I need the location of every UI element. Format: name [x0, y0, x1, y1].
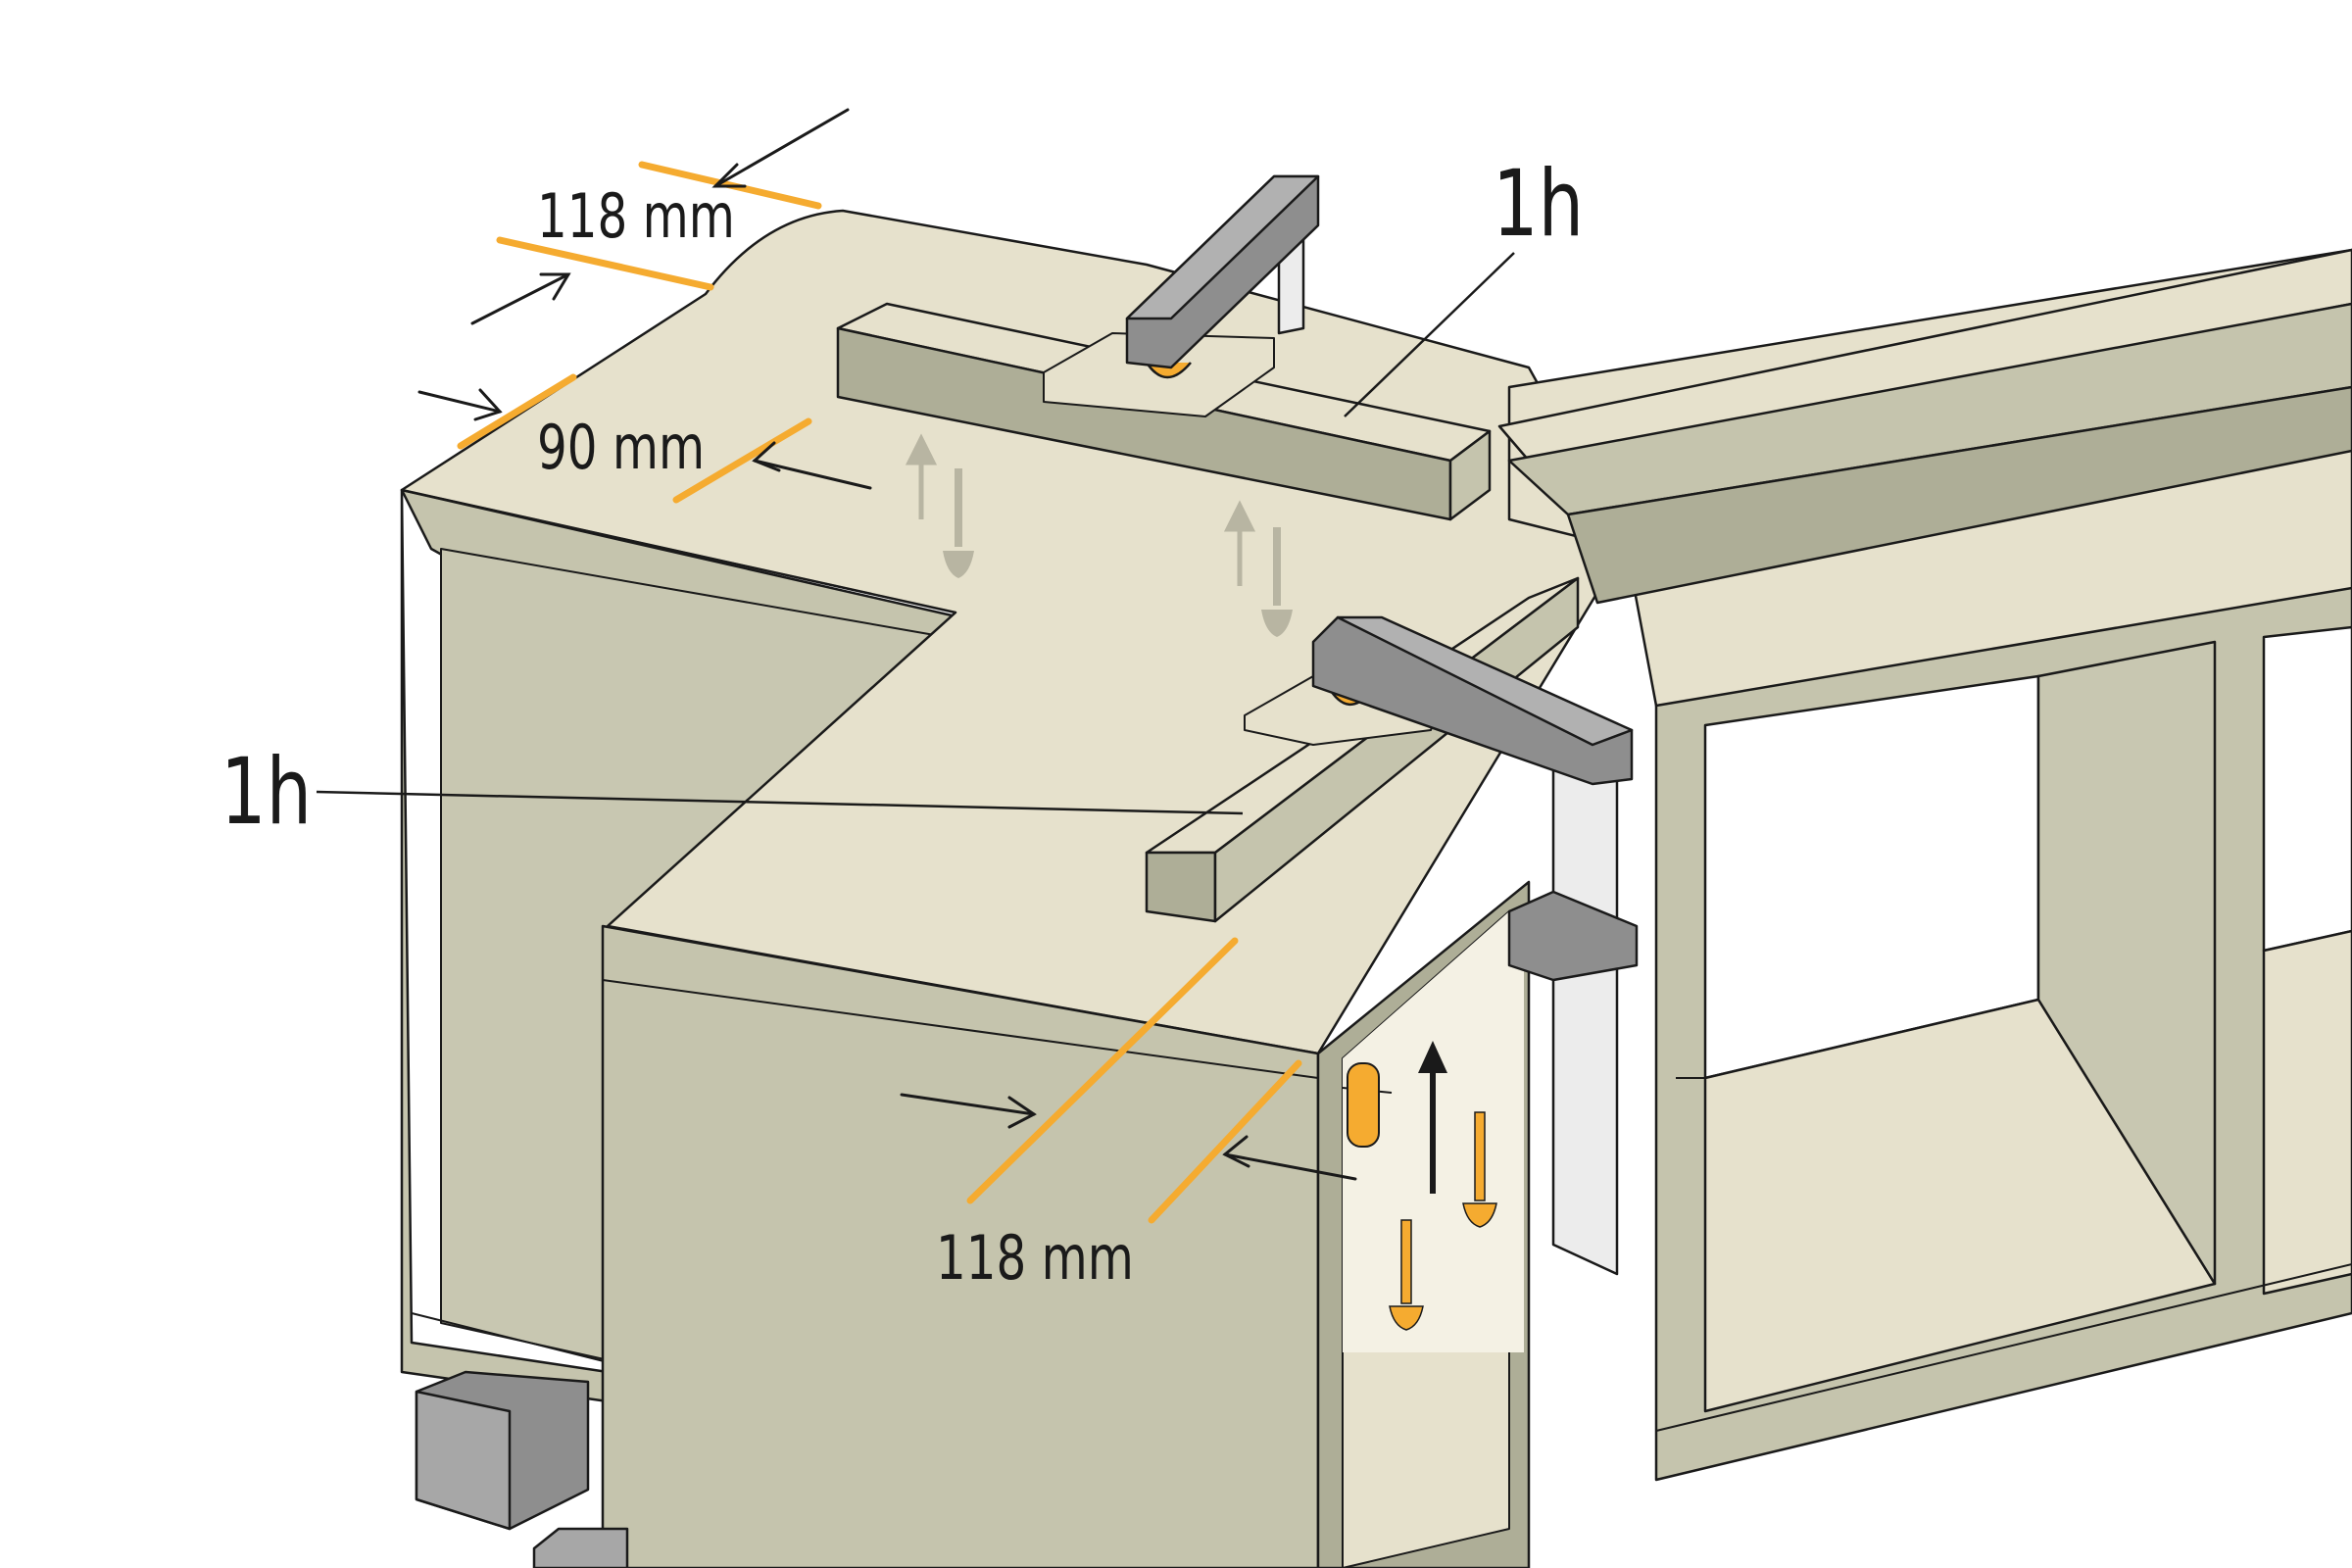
- clamp-front: [1311, 615, 1639, 1276]
- clamp-top: [1125, 174, 1320, 379]
- dimension-arrow-icon: [900, 1093, 1037, 1129]
- screw-icon: [1261, 527, 1293, 637]
- dimension-label-left: 90 mm: [537, 412, 706, 483]
- dimension-arrow-icon: [1222, 1135, 1357, 1181]
- screw-icon: [1389, 1219, 1424, 1331]
- dimension-arrow-icon: [470, 272, 571, 325]
- dimension-label-front: 118 mm: [936, 1222, 1134, 1294]
- arrow-up-icon: [1418, 1041, 1447, 1194]
- dimension-arrow-icon: [752, 441, 872, 490]
- front-cabinet: [601, 880, 1531, 1568]
- dimension-arrow-icon: [417, 388, 503, 421]
- leader-lines: [316, 252, 1515, 815]
- dimension-arrows: [417, 108, 1357, 1181]
- screw-icon: [943, 468, 974, 578]
- screw-hole-marker: [1347, 1062, 1380, 1148]
- arrow-up-icon: [905, 433, 1256, 586]
- feet: [415, 1370, 629, 1568]
- time-label-left: 1h: [220, 739, 313, 846]
- screws-front: [1347, 1041, 1497, 1331]
- screws-faded: [905, 433, 1293, 637]
- dimension-arrow-icon: [711, 108, 850, 188]
- batten-top: [836, 302, 1492, 521]
- screw-icon: [1462, 1111, 1497, 1228]
- dimension-label-top: 118 mm: [537, 180, 735, 252]
- time-label-top: 1h: [1493, 151, 1585, 258]
- right-shelf-unit: [1497, 248, 2352, 1482]
- measure-lines: [457, 161, 1302, 1224]
